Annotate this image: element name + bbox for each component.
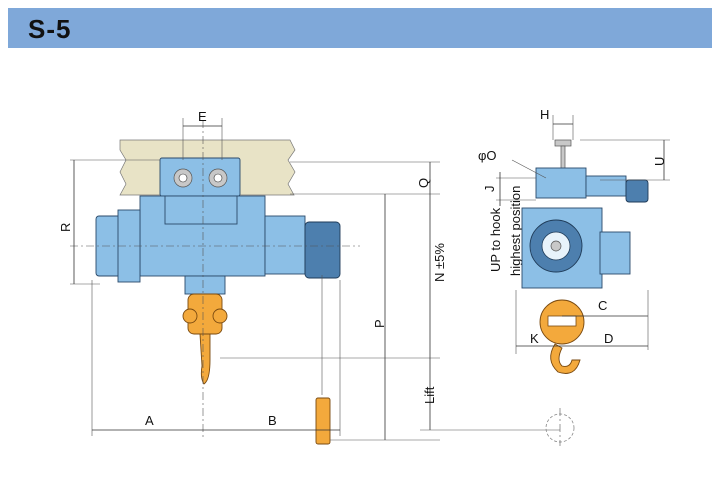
dim-e-label: E <box>198 109 207 124</box>
hook <box>199 333 211 385</box>
traverse-motor <box>625 179 649 203</box>
dim-a-label: A <box>145 413 154 428</box>
dim-u-label: U <box>652 157 667 166</box>
dim-r-label: R <box>58 223 73 232</box>
dim-q-label: Q <box>416 178 431 188</box>
up-to-hook-label: UP to hook <box>488 207 503 272</box>
dim-k-label: K <box>530 331 539 346</box>
dim-b-label: B <box>268 413 277 428</box>
pendant-switch <box>315 397 331 445</box>
header-bar: S-5 <box>8 8 712 48</box>
dim-h-label: H <box>540 107 549 122</box>
dim-c-label: C <box>598 298 607 313</box>
control-box <box>599 231 631 275</box>
hook-end <box>550 343 581 374</box>
dim-o-label: φO <box>478 148 497 163</box>
gearbox <box>264 215 306 275</box>
hook-block-upper <box>184 275 226 295</box>
trolley-frame <box>164 195 238 225</box>
dim-n-label: N ±5% <box>432 243 447 282</box>
dim-j-label: J <box>482 186 497 193</box>
dim-lift-label: Lift <box>422 386 437 404</box>
side-view: E R A B Q P N ±5% UP to hook highest pos… <box>58 109 560 445</box>
end-view: H φO J U C K D <box>478 107 670 446</box>
page-title: S-5 <box>28 14 72 44</box>
gearbox-cover <box>304 221 341 279</box>
dim-p-label: P <box>372 319 387 328</box>
dim-d-label: D <box>604 331 613 346</box>
trolley-plate <box>159 157 241 197</box>
highest-position-label: highest position <box>508 186 523 276</box>
